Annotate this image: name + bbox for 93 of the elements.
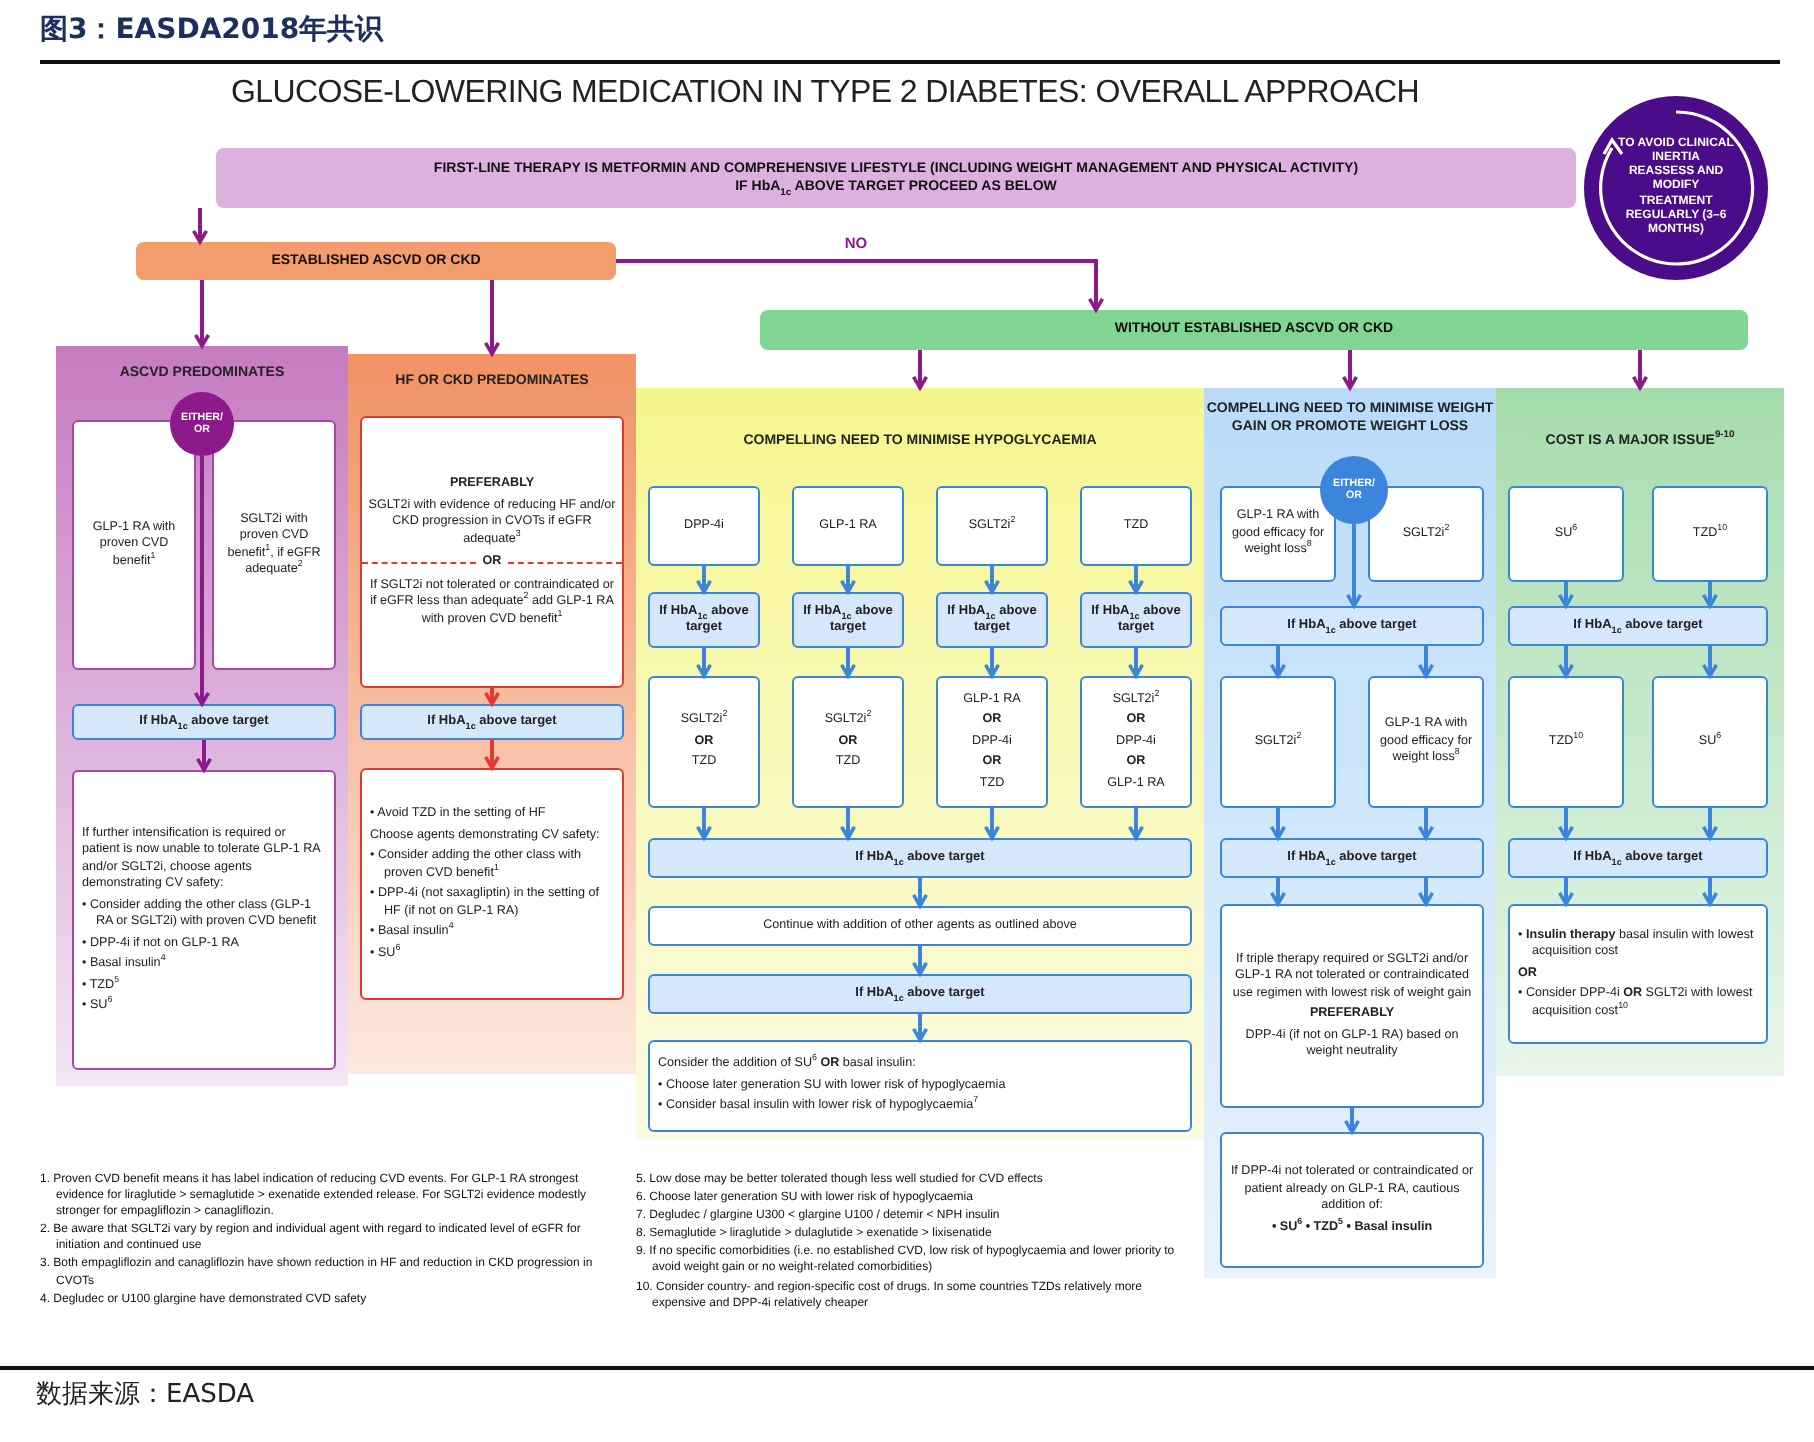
arrow xyxy=(1631,350,1649,390)
arrow xyxy=(616,259,1105,312)
arrow xyxy=(911,878,929,908)
option-box xyxy=(648,906,1192,946)
arrow xyxy=(1417,878,1435,906)
arrow xyxy=(983,566,1001,594)
arrow xyxy=(983,648,1001,678)
option-box xyxy=(648,486,760,566)
pathway-panel xyxy=(636,388,1204,1140)
option-box xyxy=(1652,676,1768,808)
recommendation-box xyxy=(648,1040,1192,1132)
diagram-heading: GLUCOSE-LOWERING MEDICATION IN TYPE 2 DIABETES: OVERALL APPROACH xyxy=(229,76,1421,112)
option-box xyxy=(792,676,904,808)
arrow xyxy=(1127,648,1145,678)
option-box xyxy=(1368,676,1484,808)
arrow xyxy=(1269,808,1287,840)
option-box xyxy=(1652,486,1768,582)
arrow xyxy=(193,280,211,348)
pathway-panel xyxy=(348,354,636,1074)
option-box xyxy=(1508,676,1624,808)
banner-box xyxy=(216,148,1576,208)
pathway-panel xyxy=(1496,388,1784,1076)
option-box xyxy=(72,420,196,670)
option-box xyxy=(792,486,904,566)
either-or-circle xyxy=(1320,456,1388,524)
recommendation-box xyxy=(1508,904,1768,1044)
arrow xyxy=(911,946,929,976)
condition-box xyxy=(1220,838,1484,878)
arrow xyxy=(1341,350,1359,390)
arrow xyxy=(695,566,713,594)
option-box xyxy=(212,420,336,670)
arrow xyxy=(483,688,501,706)
option-box xyxy=(360,416,624,688)
condition-box xyxy=(1508,606,1768,646)
arrow xyxy=(1127,566,1145,594)
arrow xyxy=(1269,878,1287,906)
option-box xyxy=(1080,486,1192,566)
option-box xyxy=(936,486,1048,566)
option-box xyxy=(1080,676,1192,808)
arrow xyxy=(191,208,209,244)
arrow xyxy=(1127,808,1145,840)
arrow xyxy=(1701,582,1719,608)
condition-box xyxy=(1080,592,1192,648)
arrow xyxy=(193,456,211,706)
option-box xyxy=(1220,486,1336,582)
option-box xyxy=(648,676,760,808)
recommendation-box xyxy=(72,770,336,1070)
condition-box xyxy=(648,592,760,648)
option-box xyxy=(1508,486,1624,582)
arrow xyxy=(1345,524,1363,608)
arrow xyxy=(1417,808,1435,840)
arrow xyxy=(1269,646,1287,678)
arrow xyxy=(1557,646,1575,678)
banner-box xyxy=(136,242,616,280)
option-box xyxy=(936,676,1048,808)
option-box xyxy=(1220,904,1484,1108)
arrow xyxy=(483,280,501,356)
condition-box xyxy=(1220,606,1484,646)
arrow xyxy=(839,566,857,594)
arrow xyxy=(1557,808,1575,840)
condition-box xyxy=(360,704,624,740)
option-box xyxy=(1220,1132,1484,1268)
arrow xyxy=(983,808,1001,840)
option-box xyxy=(1368,486,1484,582)
figure-title: 图3：EASDA2018年共识 xyxy=(40,12,384,48)
condition-box xyxy=(648,974,1192,1014)
arrow xyxy=(1557,582,1575,608)
arrow xyxy=(1417,646,1435,678)
either-or-circle xyxy=(170,392,234,456)
arrow xyxy=(1343,1108,1361,1134)
condition-box xyxy=(1508,838,1768,878)
arrow xyxy=(1701,646,1719,678)
arrow xyxy=(911,350,929,390)
arrow xyxy=(1557,878,1575,906)
arrow xyxy=(839,648,857,678)
condition-box xyxy=(792,592,904,648)
banner-box xyxy=(760,310,1748,350)
recommendation-box xyxy=(360,768,624,1000)
arrow xyxy=(1701,878,1719,906)
arrow xyxy=(1701,808,1719,840)
arrow xyxy=(911,1014,929,1042)
pathway-panel xyxy=(56,346,348,1086)
source-note: 数据来源：EASDA xyxy=(36,1378,255,1412)
condition-box xyxy=(72,704,336,740)
pathway-panel xyxy=(1204,388,1496,1278)
arrow xyxy=(483,740,501,770)
option-box xyxy=(1220,676,1336,808)
arrow xyxy=(695,808,713,840)
arrow xyxy=(195,740,213,772)
condition-box xyxy=(648,838,1192,878)
arrow xyxy=(839,808,857,840)
condition-box xyxy=(936,592,1048,648)
arrow xyxy=(695,648,713,678)
